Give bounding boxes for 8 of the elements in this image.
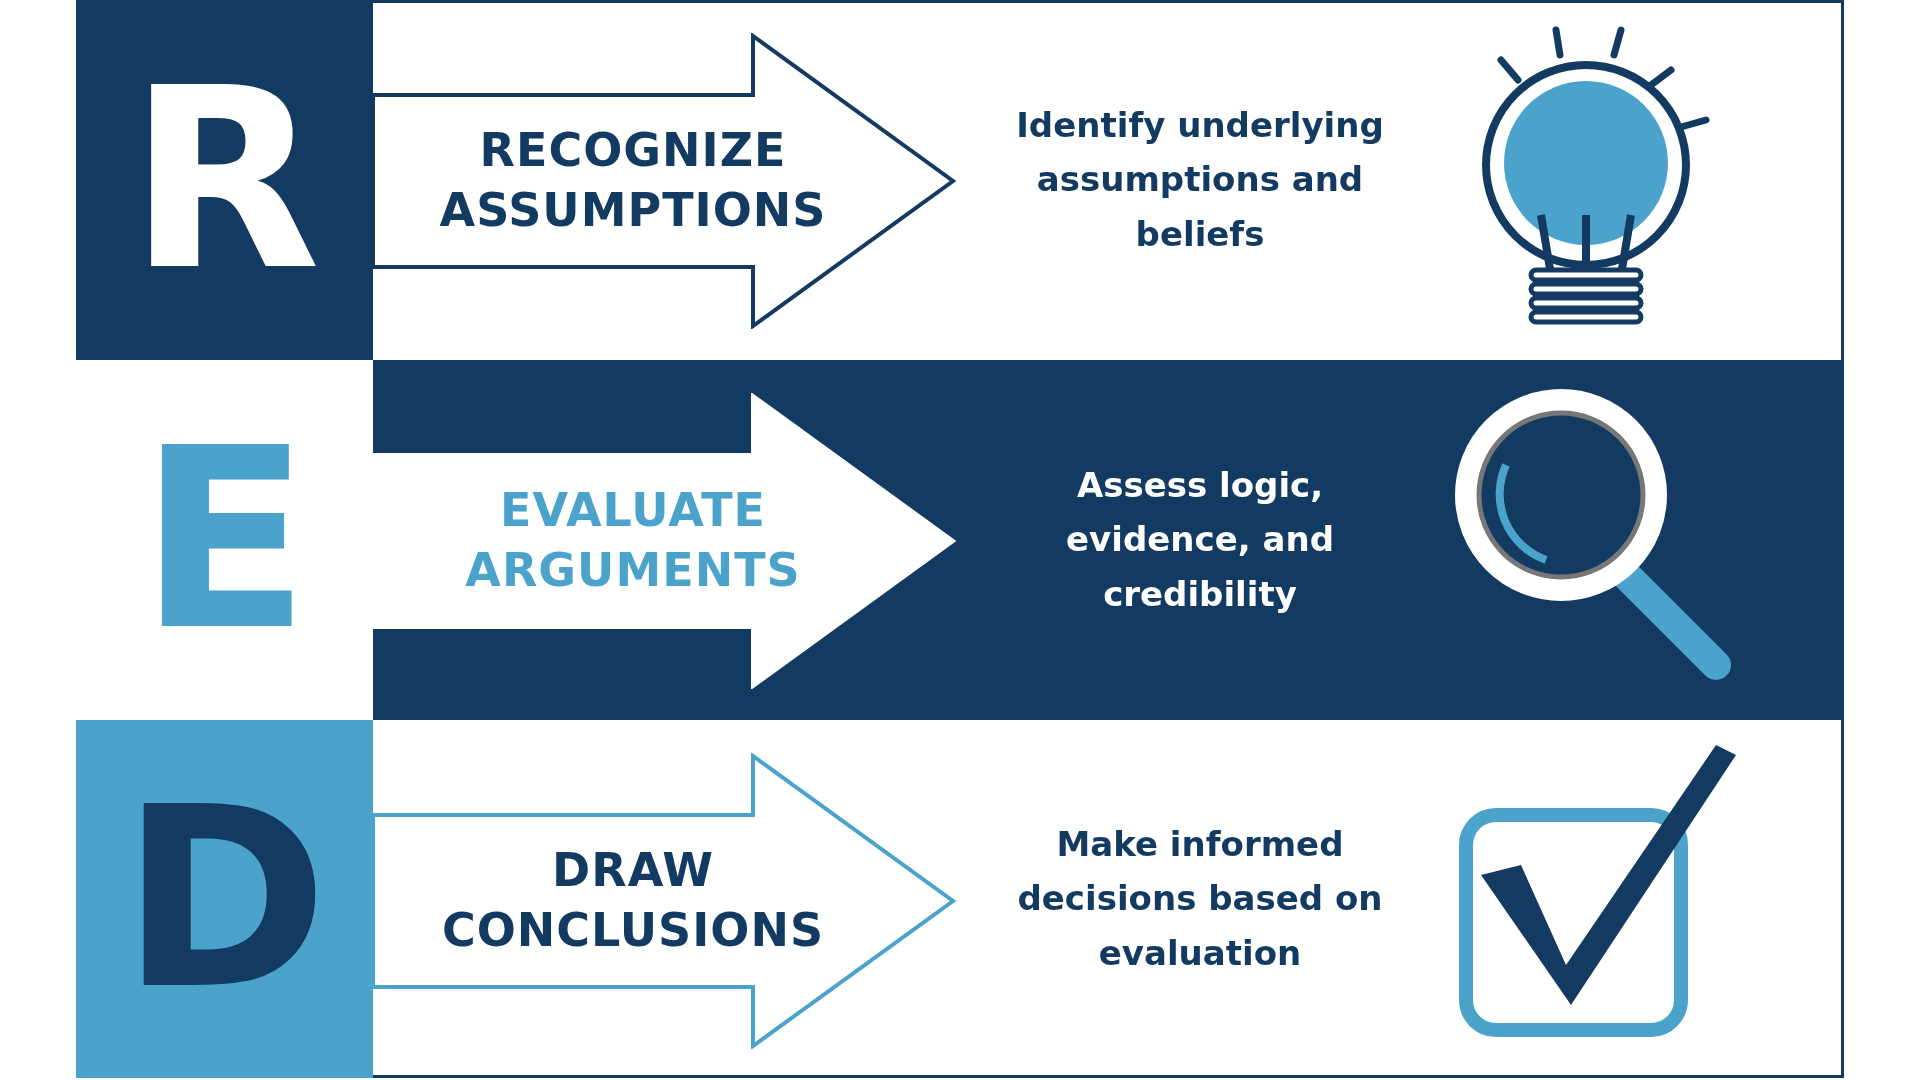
description-text: Identify underlying assumptions and beliefs [1015, 104, 1385, 256]
arrow-shape: EVALUATE ARGUMENTS [373, 393, 957, 689]
letter-block: R [76, 0, 373, 360]
arrow-shape: RECOGNIZE ASSUMPTIONS [373, 33, 957, 329]
description-text: Assess logic, evidence, and credibility [1065, 464, 1335, 616]
arrow-shape: DRAW CONCLUSIONS [373, 753, 957, 1049]
description-text: Make informed decisions based on evaluation [1016, 823, 1384, 975]
letter-block: D [76, 720, 373, 1078]
